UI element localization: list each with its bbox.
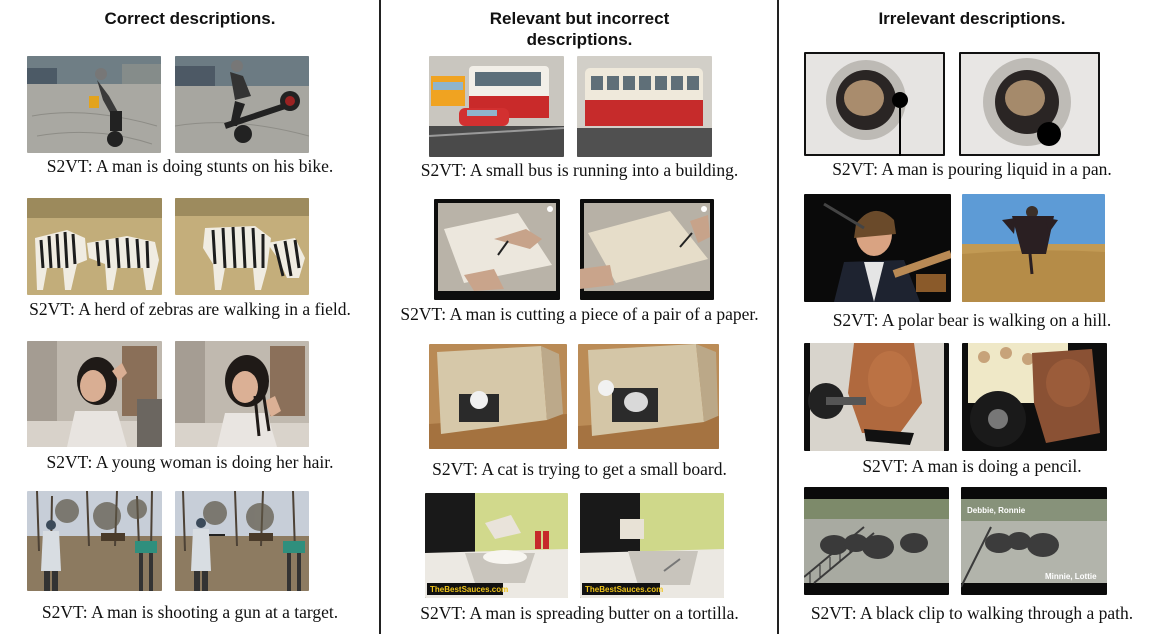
frame-caption: S2VT: A young woman is doing her hair. [46, 452, 334, 472]
video-frame-toy-1 [429, 56, 564, 157]
column-correct: Correct descriptions. [0, 0, 380, 634]
frame-caption: S2VT: A cat is trying to get a small boa… [432, 459, 727, 479]
column-divider [777, 0, 779, 634]
video-frame-hair-2 [175, 341, 309, 447]
video-frame-shooting-2 [175, 491, 309, 591]
video-frame-weights-2 [962, 343, 1107, 451]
overlay-label: Minnie, Lottie [1045, 572, 1097, 581]
frame-caption: S2VT: A man is doing stunts on his bike. [46, 156, 334, 176]
video-frame-zebras-1 [27, 198, 162, 295]
video-frame-shooting-1 [27, 491, 162, 591]
frame-caption: S2VT: A man is spreading butter on a tor… [420, 603, 739, 623]
video-frame-washer-1 [804, 52, 945, 156]
video-frame-weights-1 [804, 343, 949, 451]
frame-caption: S2VT: A herd of zebras are walking in a … [29, 299, 351, 319]
video-frame-washer-2 [959, 52, 1100, 156]
video-frame-toy-2 [577, 56, 712, 157]
video-frame-singer [804, 194, 951, 302]
frame-caption: S2VT: A black clip to walking through a … [810, 603, 1134, 623]
column-divider [379, 0, 381, 634]
video-frame-hair-1 [27, 341, 162, 447]
video-frame-paper-1 [434, 199, 560, 300]
column-header: Irrelevant descriptions. [878, 9, 1066, 28]
video-frame-elephants-1 [804, 487, 949, 595]
video-frame-zebras-2 [175, 198, 309, 295]
frame-caption: S2VT: A small bus is running into a buil… [420, 160, 739, 180]
video-frame-scarecrow [962, 194, 1105, 302]
column-header: Relevant but incorrect descriptions. [489, 9, 670, 49]
column-irrelevant: Irrelevant descriptions. S2VT: A man is … [779, 0, 1165, 634]
overlay-label: Debbie, Ronnie [967, 506, 1026, 515]
column-relevant-incorrect: Relevant but incorrect descriptions. [381, 0, 778, 634]
frame-caption: S2VT: A man is doing a pencil. [862, 456, 1082, 476]
watermark-text: TheBestSauces.com [430, 585, 508, 594]
video-frame-cat-2 [578, 344, 719, 449]
video-frame-elephants-2: Debbie, Ronnie Minnie, Lottie [961, 487, 1107, 595]
frame-caption: S2VT: A man is cutting a piece of a pair… [400, 304, 759, 324]
video-frame-butter-1: TheBestSauces.com [425, 493, 568, 598]
video-frame-paper-2 [580, 199, 714, 300]
frame-caption: S2VT: A man is pouring liquid in a pan. [832, 159, 1112, 179]
video-frame-cat-1 [429, 344, 567, 449]
watermark-text: TheBestSauces.com [585, 585, 663, 594]
column-header: Correct descriptions. [104, 9, 276, 28]
video-frame-bike-2 [175, 56, 309, 153]
frame-caption: S2VT: A polar bear is walking on a hill. [832, 310, 1112, 330]
frame-caption: S2VT: A man is shooting a gun at a targe… [41, 602, 339, 622]
video-frame-bike-1 [27, 56, 161, 153]
video-frame-butter-2: TheBestSauces.com [580, 493, 724, 598]
